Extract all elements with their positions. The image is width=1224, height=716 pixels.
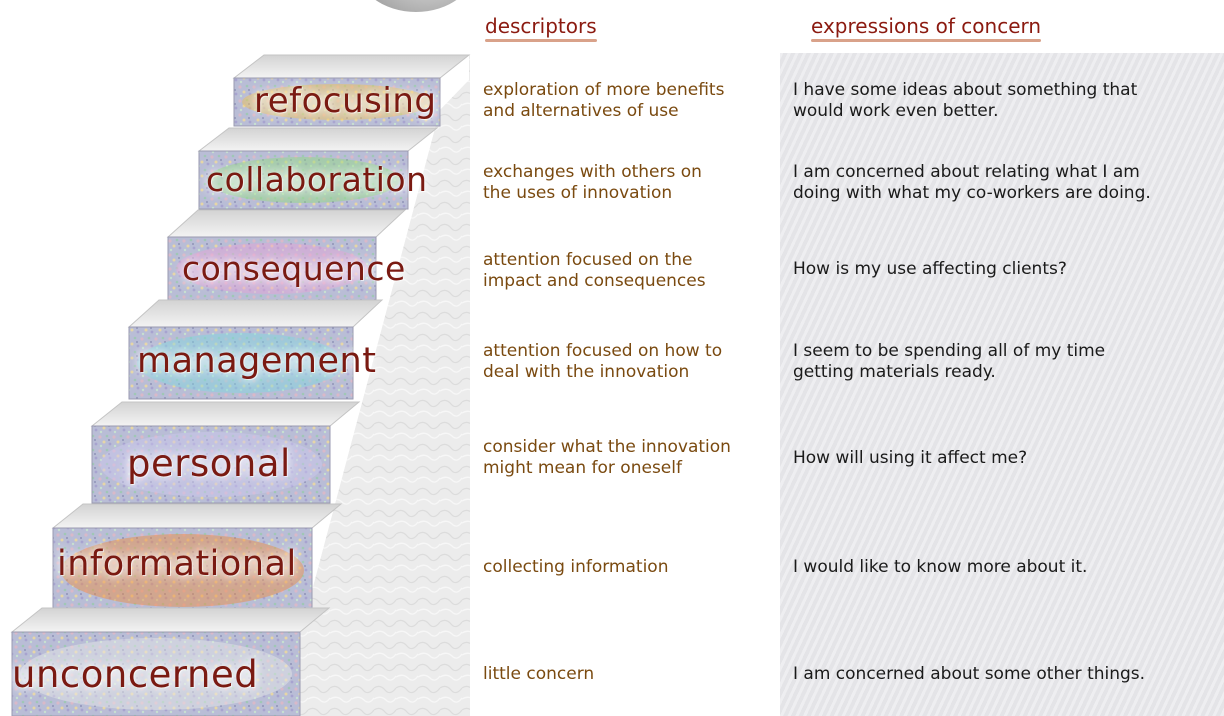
concern-personal: How will using it affect me? [793, 448, 1224, 469]
stage-label-personal: personal [127, 442, 291, 485]
concern-unconcerned: I am concerned about some other things. [793, 664, 1224, 685]
stair-glow-informational [61, 534, 304, 607]
stage-label-unconcerned: unconcerned [12, 653, 259, 696]
descriptor-line: little concern [483, 664, 595, 684]
stage-label-consequence: consequence [182, 249, 406, 288]
concerns-header: expressions of concern [811, 14, 1042, 42]
concern-line: How will using it affect me? [793, 448, 1028, 468]
descriptor-informational: collecting information [483, 557, 783, 578]
concern-line: I have some ideas about something that [793, 80, 1138, 100]
concern-line: getting materials ready. [793, 362, 996, 382]
descriptor-line: and alternatives of use [483, 101, 679, 121]
staircase-graphic [10, 54, 471, 716]
stair-tread-management [127, 299, 384, 328]
descriptors-header-text: descriptors [485, 14, 597, 38]
stair-glow-collaboration [207, 157, 400, 203]
stage-label-informational: informational [57, 544, 297, 584]
descriptor-line: the uses of innovation [483, 183, 673, 203]
concern-panel [780, 53, 1224, 716]
concern-line: How is my use affecting clients? [793, 259, 1067, 279]
stage-label-refocusing: refocusing [254, 81, 437, 121]
descriptor-line: attention focused on how to [483, 341, 723, 361]
concern-line: doing with what my co-workers are doing. [793, 183, 1151, 203]
descriptors-header: descriptors [485, 14, 597, 42]
stair-riser-personal [91, 425, 331, 504]
descriptor-unconcerned: little concern [483, 664, 783, 685]
stair-tread-consequence [166, 209, 407, 238]
descriptors-underline [485, 39, 597, 42]
concerns-header-text: expressions of concern [811, 14, 1042, 38]
stair-riser-management [128, 326, 354, 400]
stair-glow-unconcerned [20, 638, 292, 710]
stair-glow-management [137, 333, 345, 393]
stair-tread-collaboration [197, 127, 439, 152]
stair-glow-refocusing [242, 84, 432, 120]
stair-tread-unconcerned [10, 607, 331, 633]
descriptor-line: collecting information [483, 557, 669, 577]
stair-glow-consequence [176, 243, 368, 294]
concern-line: I am concerned about some other things. [793, 664, 1146, 684]
stair-riser-unconcerned [11, 631, 301, 716]
descriptor-line: exchanges with others on [483, 162, 702, 182]
descriptor-line: attention focused on the [483, 250, 693, 270]
stair-riser-refocusing [233, 77, 441, 127]
stair-tread-informational [51, 503, 343, 529]
stage-label-collaboration: collaboration [206, 160, 428, 199]
stair-glow-personal [100, 432, 322, 497]
concern-informational: I would like to know more about it. [793, 557, 1224, 578]
stair-riser-collaboration [198, 150, 409, 210]
descriptor-line: deal with the innovation [483, 362, 690, 382]
concern-line: I am concerned about relating what I am [793, 162, 1140, 182]
stage-label-management: management [137, 341, 377, 381]
concern-line: would work even better. [793, 101, 999, 121]
concern-line: I would like to know more about it. [793, 557, 1088, 577]
concerns-underline [811, 39, 1042, 42]
stair-tread-personal [90, 401, 361, 427]
stair-riser-consequence [167, 236, 377, 301]
descriptor-line: consider what the innovation [483, 437, 731, 457]
staircase-diagram [0, 0, 480, 716]
descriptor-line: exploration of more benefits [483, 80, 725, 100]
concern-consequence: How is my use affecting clients? [793, 259, 1224, 280]
descriptor-line: might mean for oneself [483, 458, 682, 478]
descriptor-line: impact and consequences [483, 271, 706, 291]
stair-riser-informational [52, 527, 313, 614]
stair-tread-refocusing [232, 54, 471, 79]
concern-line: I seem to be spending all of my time [793, 341, 1106, 361]
